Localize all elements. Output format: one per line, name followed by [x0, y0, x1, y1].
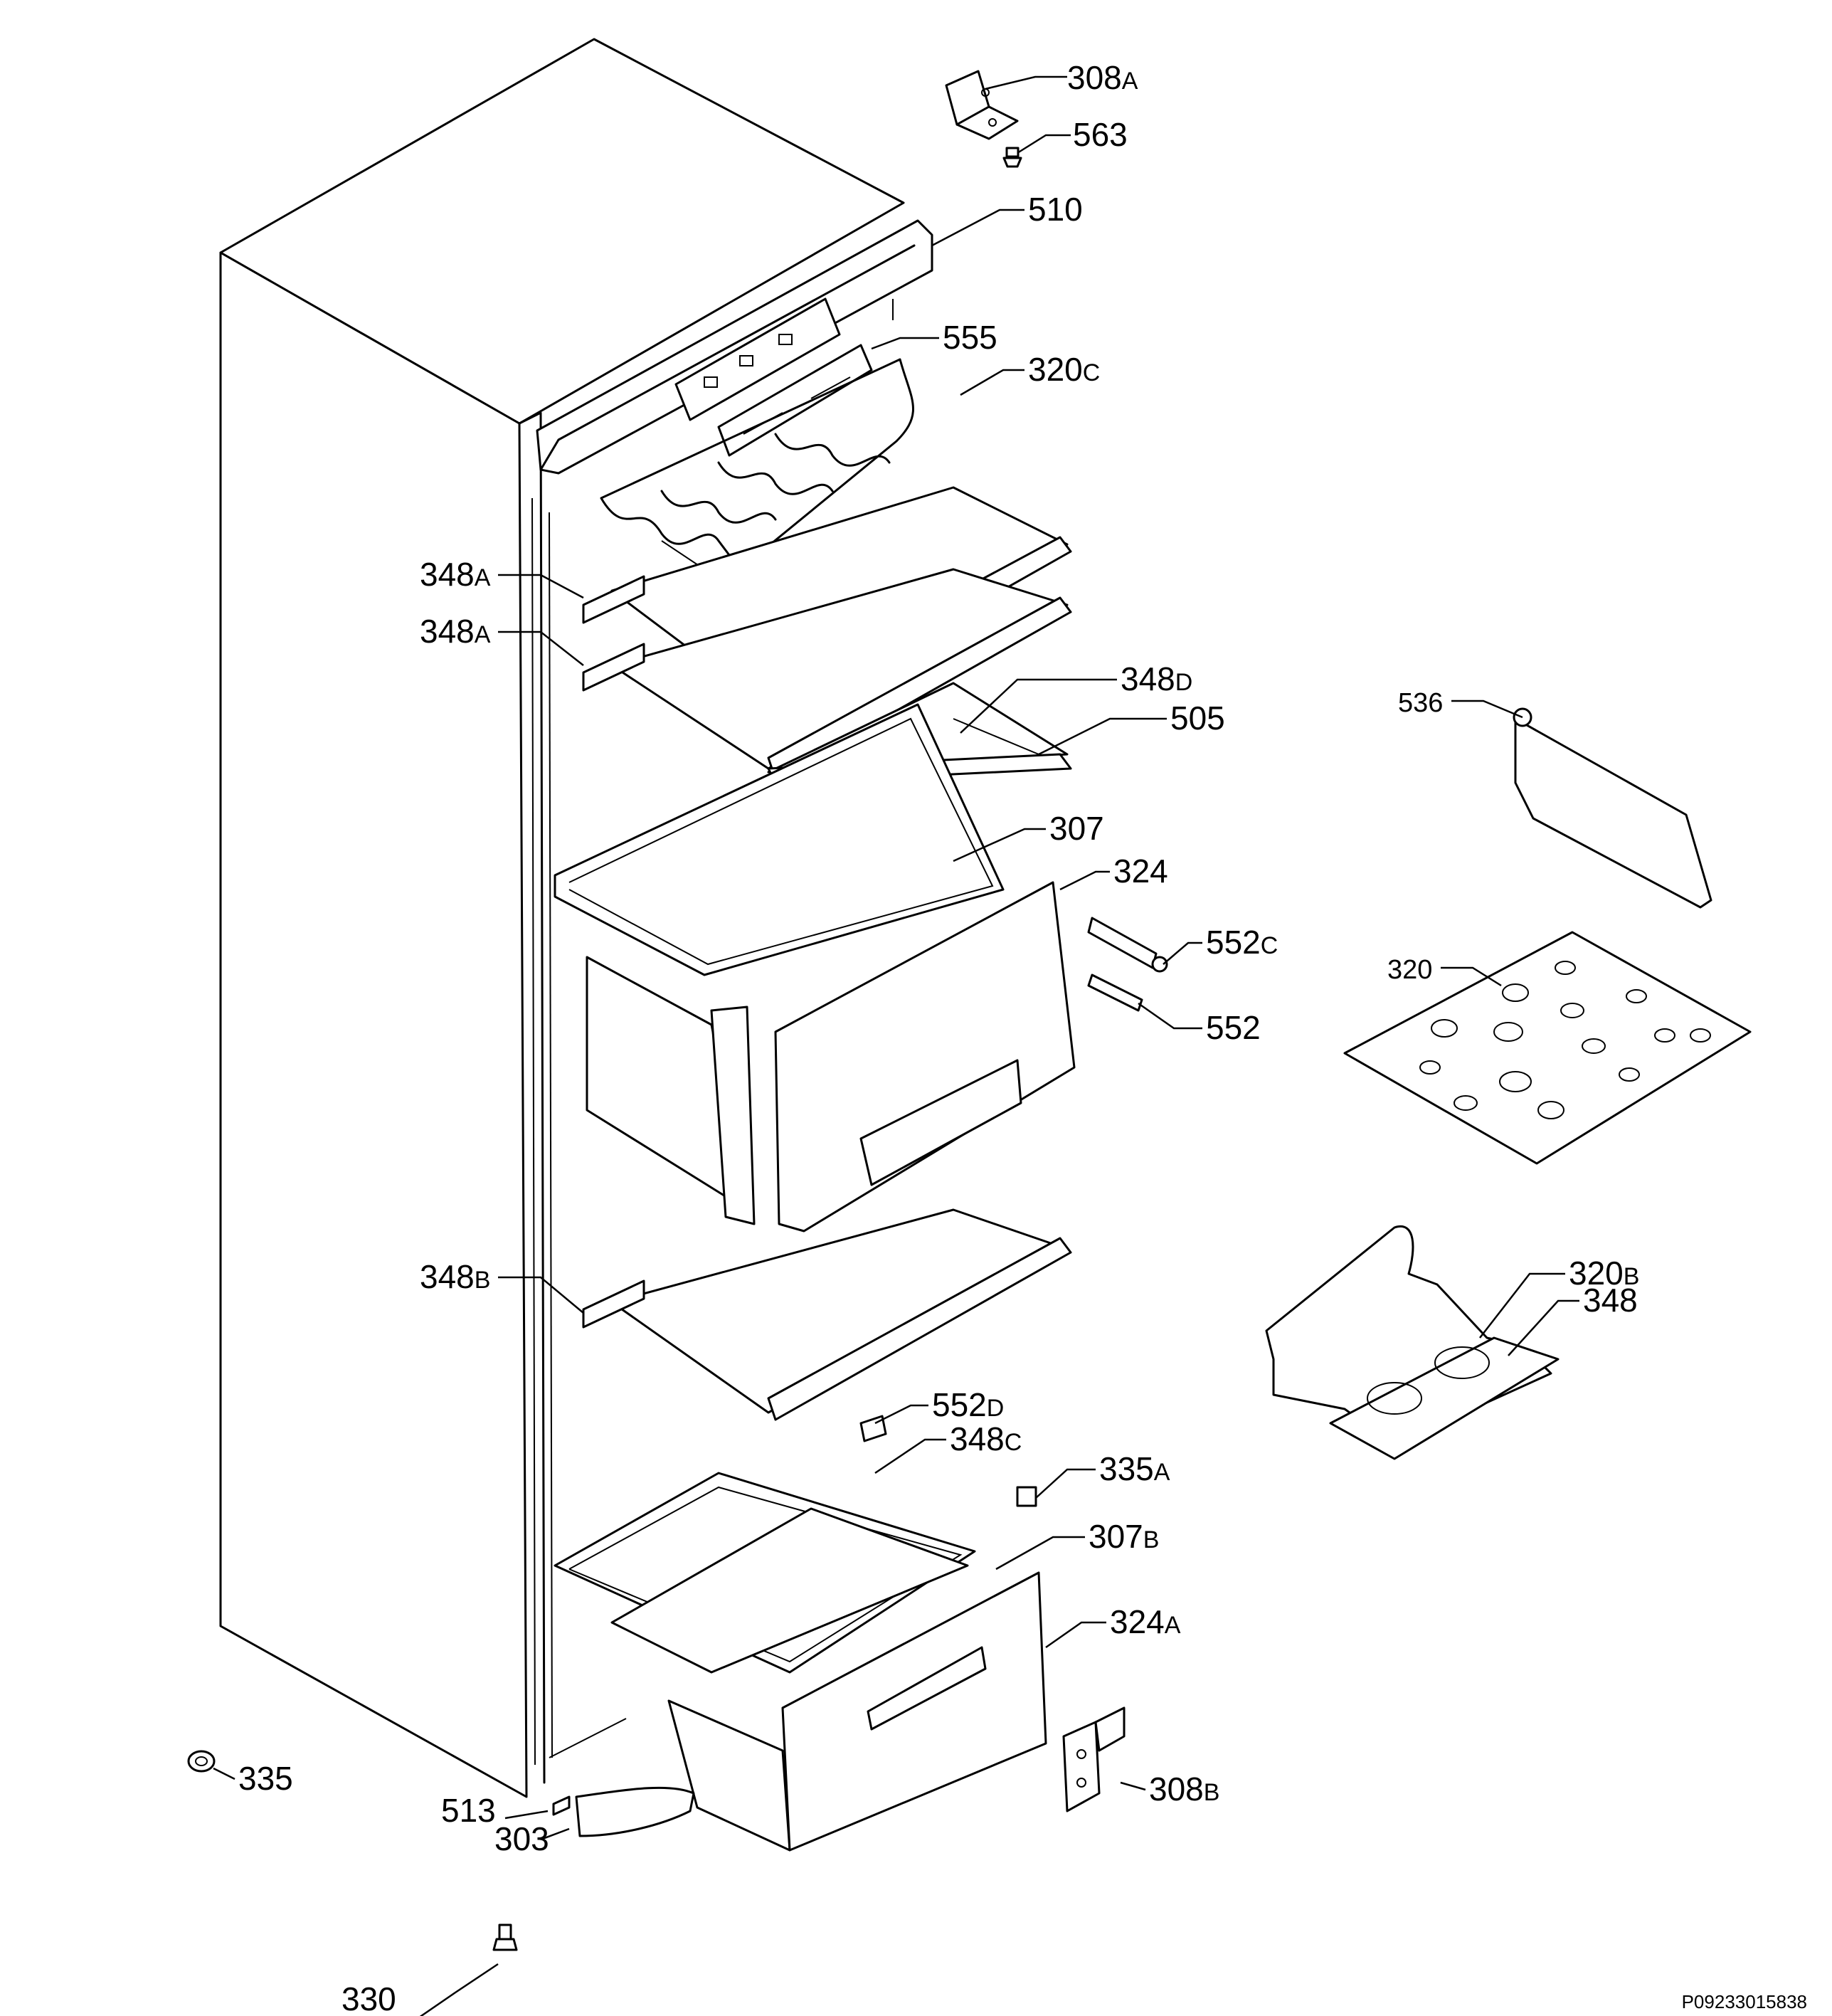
part-308a-top-hinge: [945, 70, 1019, 140]
callout-labels: 308A 563 510 555 320C 348A 348A 348D 505…: [238, 59, 1639, 2016]
glass-shelf-second: [582, 568, 1072, 781]
label-348a-upper: 348A: [420, 556, 491, 593]
label-348b: 348B: [420, 1258, 490, 1295]
label-513: 513: [441, 1792, 496, 1829]
part-303-kickplate: [575, 1786, 695, 1837]
part-324-crisper-drawer: [586, 881, 1076, 1233]
part-307-crisper-cover: [554, 703, 1005, 976]
label-324: 324: [1113, 853, 1168, 890]
label-348a-lower: 348A: [420, 613, 491, 650]
part-307b-drawer-cover: [610, 1507, 969, 1674]
part-563-screw: [1002, 147, 1022, 168]
label-555: 555: [943, 319, 997, 356]
part-513-clip: [552, 1795, 571, 1816]
label-330: 330: [341, 1980, 396, 2016]
part-320-bottle-plate: [1343, 931, 1752, 1165]
label-335a: 335A: [1099, 1450, 1170, 1487]
part-536-divider: [1513, 707, 1712, 909]
label-552d: 552D: [932, 1386, 1004, 1423]
cabinet: [219, 38, 905, 1798]
label-307b: 307B: [1089, 1518, 1159, 1555]
leader-lines: [213, 75, 1579, 2016]
label-510: 510: [1028, 191, 1083, 228]
part-552d-clip: [859, 1415, 887, 1442]
part-335a-buffer: [1016, 1486, 1037, 1507]
label-335: 335: [238, 1760, 293, 1797]
label-307: 307: [1049, 810, 1104, 847]
label-308b: 308B: [1149, 1770, 1219, 1807]
label-505: 505: [1170, 700, 1225, 737]
drawing-code: P09233015838: [1682, 1991, 1807, 2012]
label-308a: 308A: [1067, 59, 1138, 96]
label-563: 563: [1073, 116, 1128, 153]
label-348: 348: [1583, 1282, 1638, 1319]
label-320c: 320C: [1028, 351, 1100, 388]
label-348c: 348C: [950, 1420, 1022, 1457]
part-348-can-holder-tray: [1329, 1336, 1560, 1460]
part-335-foot: [187, 1750, 216, 1773]
label-348d: 348D: [1121, 660, 1192, 697]
label-320: 320: [1387, 955, 1432, 985]
part-552c-drawer-runner: [1087, 917, 1168, 973]
label-324a: 324A: [1110, 1603, 1181, 1640]
part-330-adjustable-foot: [492, 1923, 518, 1951]
label-320b: 320B: [1569, 1255, 1639, 1292]
part-324a-bottom-drawer: [667, 1571, 1047, 1852]
label-552: 552: [1206, 1009, 1261, 1046]
glass-shelf-348b: [582, 1208, 1072, 1421]
label-552c: 552C: [1206, 924, 1278, 961]
label-536: 536: [1398, 688, 1443, 718]
part-552-runner: [1087, 973, 1143, 1012]
part-320b-can-rack: [1265, 1225, 1552, 1446]
part-308b-bottom-hinge: [1062, 1706, 1126, 1812]
part-510-control-panel: [536, 219, 933, 475]
label-303: 303: [494, 1820, 549, 1857]
